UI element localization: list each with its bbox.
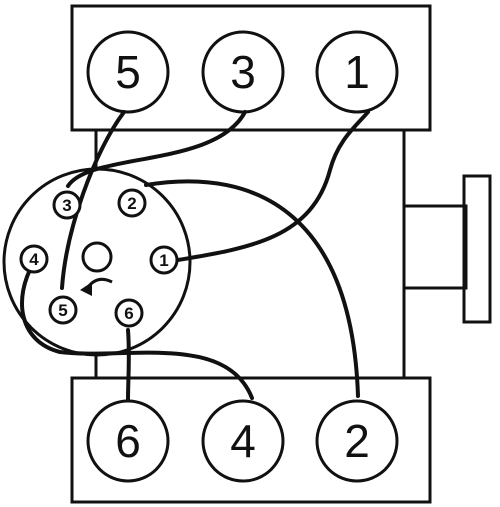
wire-terminal-5-to-cylinder-5 — [60, 110, 126, 290]
terminal-label: 3 — [62, 196, 71, 215]
terminal-2: 2 — [117, 188, 147, 218]
cylinder-label: 4 — [230, 415, 256, 467]
cylinder-4: 4 — [201, 399, 285, 483]
rotation-arrow-icon — [80, 277, 113, 296]
cylinder-1: 1 — [315, 30, 399, 114]
cylinder-label: 3 — [230, 46, 256, 98]
wire-terminal-4-to-cylinder-4 — [20, 260, 254, 400]
terminal-3: 3 — [52, 190, 82, 220]
wire-terminal-3-to-cylinder-3 — [66, 110, 247, 188]
cylinder-5: 5 — [86, 30, 170, 114]
wire-terminal-6-to-cylinder-6 — [126, 328, 131, 402]
terminal-label: 6 — [124, 304, 133, 323]
cylinder-label: 1 — [344, 46, 370, 98]
terminal-4: 4 — [19, 244, 49, 274]
side-flange — [402, 174, 492, 324]
top-cylinders: 5 3 1 — [86, 30, 399, 114]
cylinder-2: 2 — [315, 399, 399, 483]
terminal-label: 5 — [58, 301, 67, 320]
cylinder-6: 6 — [86, 399, 170, 483]
wire-terminal-2-to-cylinder-2 — [144, 179, 360, 398]
distributor-terminals: 3 2 4 1 5 6 — [19, 188, 179, 328]
cylinder-label: 6 — [115, 415, 141, 467]
cylinder-label: 2 — [344, 415, 370, 467]
flange-plate — [462, 174, 492, 324]
bottom-cylinders: 6 4 2 — [86, 399, 399, 483]
terminal-1: 1 — [149, 245, 179, 275]
terminal-5: 5 — [48, 295, 78, 325]
terminal-label: 4 — [29, 250, 39, 269]
terminal-label: 1 — [159, 251, 168, 270]
distributor-shaft — [81, 241, 113, 273]
cylinder-3: 3 — [201, 30, 285, 114]
flange-neck — [402, 204, 468, 290]
terminal-label: 2 — [127, 194, 136, 213]
cylinder-label: 5 — [115, 46, 141, 98]
spark-plug-wires — [20, 110, 370, 402]
wire-terminal-1-to-cylinder-1 — [176, 110, 370, 262]
terminal-6: 6 — [114, 298, 144, 328]
